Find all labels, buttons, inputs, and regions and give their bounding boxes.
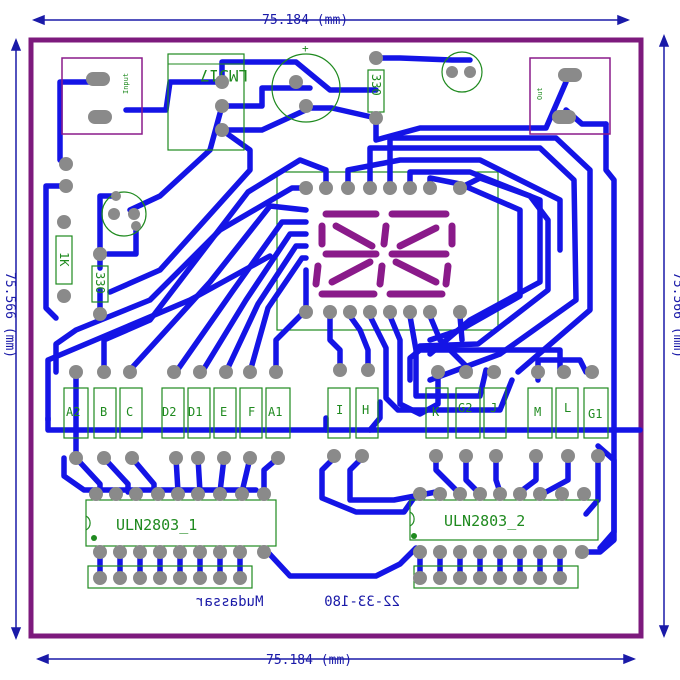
resistor-left2-label: 330 [93, 272, 107, 294]
segment-resistors [63, 387, 609, 439]
seg-label-m: M [534, 405, 541, 419]
date-code-label: 22-33-180 [324, 594, 400, 610]
seg-label-k: K [432, 405, 440, 419]
traces [43, 55, 643, 583]
capacitor-right-top [441, 51, 483, 93]
seg-label-a2: A2 [66, 405, 80, 419]
dimension-left-label: 75.566 (mm) [2, 272, 17, 358]
dimension-right [658, 33, 670, 639]
seg-label-h: H [362, 403, 369, 417]
seg-label-d2: D2 [162, 405, 176, 419]
ic1-label: ULN2803_1 [116, 516, 197, 534]
dimension-right-label: 75.566 (mm) [670, 272, 680, 358]
ic-uln2803-2: ULN2803_2 [409, 499, 599, 541]
author-label: Mudassar [196, 594, 263, 610]
input-connector-label: Input [122, 73, 130, 94]
fourteen-segment-display [312, 210, 456, 298]
board-outline [28, 37, 644, 639]
regulator-lm317: LM317 [167, 53, 248, 151]
seg-label-f: F [248, 405, 255, 419]
ic2-label: ULN2803_2 [444, 512, 525, 530]
resistor-top-label: 330 [369, 74, 383, 96]
seg-label-a1: A1 [268, 405, 282, 419]
resistor-left-330: 330 [91, 265, 109, 303]
dimension-top-label: 75.184 (mm) [262, 13, 348, 28]
output-connector: Out [529, 57, 611, 135]
seg-label-c: C [126, 405, 133, 419]
dimension-bottom [35, 653, 637, 665]
resistor-left-1k: 1K [55, 235, 73, 285]
dimension-left [10, 37, 22, 641]
output-connector-label: Out [536, 87, 544, 100]
resistor-top: 330 [367, 69, 385, 113]
pads [57, 51, 605, 585]
seg-label-d1: D1 [188, 405, 202, 419]
capacitor-top: + [271, 42, 341, 123]
segment-labels: A2 B C D2 D1 E F A1 I H K G2 J M L G1 [66, 401, 602, 421]
input-connector: Input [61, 57, 143, 135]
seg-label-g2: G2 [458, 401, 472, 415]
seg-label-j: J [490, 401, 497, 415]
seg-label-g1: G1 [588, 407, 602, 421]
seg-label-b: B [100, 405, 107, 419]
capacitor-left [101, 191, 147, 237]
seg-label-l: L [564, 401, 571, 415]
dimension-top [31, 14, 631, 26]
seg-label-e: E [220, 405, 227, 419]
capacitor-top-polarity: + [302, 42, 309, 55]
dimension-bottom-label: 75.184 (mm) [266, 653, 352, 668]
header-1-outline [87, 565, 253, 589]
resistor-left-label: 1K [57, 252, 71, 267]
seg-label-i: I [336, 403, 343, 417]
ic-uln2803-1: ULN2803_1 [85, 499, 277, 547]
